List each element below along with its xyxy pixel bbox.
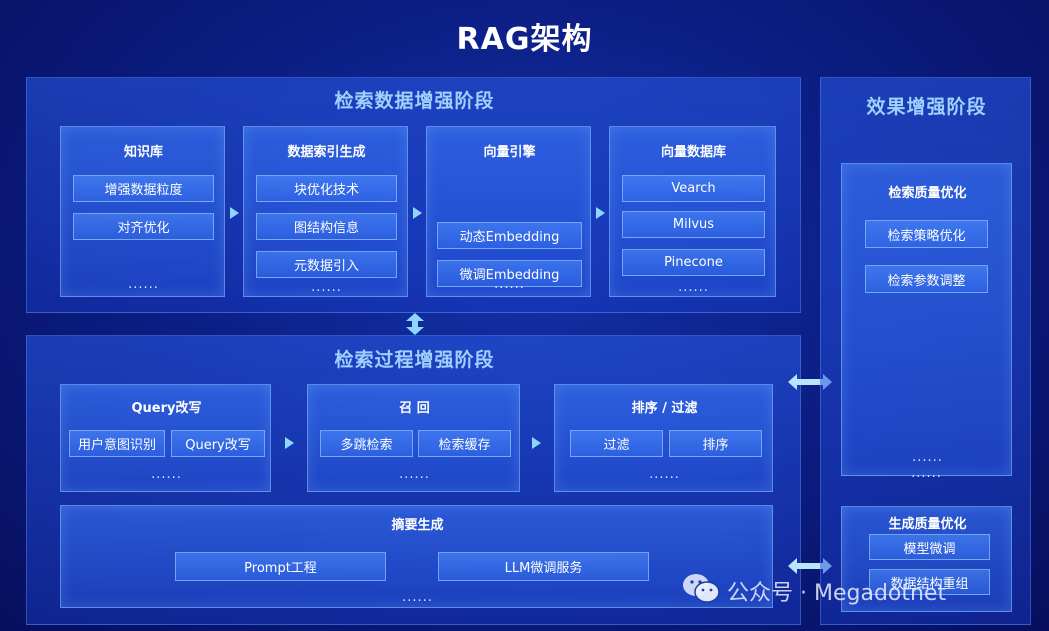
item-dynamic-embedding: 动态Embedding bbox=[437, 222, 582, 249]
more-dots: ...... bbox=[151, 467, 182, 482]
vector-engine-card: 向量引擎 动态Embedding 微调Embedding ...... bbox=[426, 126, 591, 297]
more-dots: ...... bbox=[649, 467, 680, 482]
generation-quality-card: 生成质量优化 模型微调 数据结构重组 bbox=[841, 506, 1012, 612]
wechat-icon bbox=[683, 574, 720, 603]
item-data-restructure: 数据结构重组 bbox=[869, 569, 990, 595]
item-retrieval-cache: 检索缓存 bbox=[418, 430, 511, 457]
card-title: Query改写 bbox=[131, 401, 202, 416]
double-arrow-horizontal-icon bbox=[788, 374, 832, 390]
card-title: 向量数据库 bbox=[660, 145, 726, 160]
item-intent-recognition: 用户意图识别 bbox=[69, 430, 165, 457]
index-generation-card: 数据索引生成 块优化技术 图结构信息 元数据引入 ...... bbox=[243, 126, 408, 297]
query-rewrite-card: Query改写 用户意图识别 Query改写 ...... bbox=[60, 384, 271, 492]
arrow-right-icon bbox=[413, 207, 422, 219]
retrieval-quality-card: 检索质量优化 检索策略优化 检索参数调整 ...... bbox=[841, 163, 1012, 476]
process-enhance-panel: 检索过程增强阶段 Query改写 用户意图识别 Query改写 ...... 召… bbox=[26, 335, 801, 625]
arrow-right-icon bbox=[230, 207, 239, 219]
watermark-text: 公众号 · Megadotnet bbox=[727, 581, 947, 606]
more-dots: ...... bbox=[678, 280, 709, 295]
item-graph-structure: 图结构信息 bbox=[256, 213, 397, 240]
more-dots: ...... bbox=[399, 467, 430, 482]
arrow-right-icon bbox=[596, 207, 605, 219]
item-retrieval-params: 检索参数调整 bbox=[865, 265, 988, 293]
item-milvus: Milvus bbox=[622, 211, 765, 238]
card-title: 数据索引生成 bbox=[287, 145, 366, 160]
card-title: 召 回 bbox=[399, 401, 430, 416]
page-title: RAG架构 bbox=[456, 22, 593, 57]
item-retrieval-strategy: 检索策略优化 bbox=[865, 220, 988, 248]
item-finetune-embedding: 微调Embedding bbox=[437, 260, 582, 287]
item-pinecone: Pinecone bbox=[622, 249, 765, 276]
data-enhance-title: 检索数据增强阶段 bbox=[334, 90, 495, 112]
card-title: 知识库 bbox=[123, 145, 163, 160]
item-model-finetune: 模型微调 bbox=[869, 534, 990, 560]
item-llm-finetune-service: LLM微调服务 bbox=[438, 552, 649, 581]
item-chunk-optimization: 块优化技术 bbox=[256, 175, 397, 202]
item-query-rewrite: Query改写 bbox=[171, 430, 265, 457]
more-dots: ...... bbox=[311, 280, 342, 295]
card-title: 向量引擎 bbox=[483, 145, 536, 160]
card-title: 摘要生成 bbox=[391, 518, 444, 533]
more-dots: ...... bbox=[494, 277, 525, 292]
rank-filter-card: 排序 / 过滤 过滤 排序 ...... bbox=[554, 384, 773, 492]
more-dots: ...... bbox=[402, 590, 433, 605]
arrow-right-icon bbox=[532, 437, 541, 449]
arrow-right-icon bbox=[285, 437, 294, 449]
more-dots: ...... bbox=[912, 450, 943, 465]
item-vearch: Vearch bbox=[622, 175, 765, 202]
recall-card: 召 回 多跳检索 检索缓存 ...... bbox=[307, 384, 520, 492]
item-filter: 过滤 bbox=[570, 430, 663, 457]
card-title: 检索质量优化 bbox=[888, 186, 967, 201]
effect-enhance-title: 效果增强阶段 bbox=[866, 96, 987, 118]
item-prompt-engineering: Prompt工程 bbox=[175, 552, 386, 581]
item-data-granularity: 增强数据粒度 bbox=[73, 175, 214, 202]
double-arrow-horizontal-icon bbox=[788, 558, 832, 574]
more-dots: ...... bbox=[128, 277, 159, 292]
summary-card: 摘要生成 Prompt工程 LLM微调服务 ...... bbox=[60, 505, 773, 608]
data-enhance-panel: 检索数据增强阶段 知识库 增强数据粒度 对齐优化 ...... 数据索引生成 块… bbox=[26, 77, 801, 313]
card-title: 排序 / 过滤 bbox=[631, 401, 698, 416]
item-multihop-retrieval: 多跳检索 bbox=[320, 430, 413, 457]
process-enhance-title: 检索过程增强阶段 bbox=[334, 349, 495, 371]
item-alignment: 对齐优化 bbox=[73, 213, 214, 240]
vector-db-card: 向量数据库 Vearch Milvus Pinecone ...... bbox=[609, 126, 776, 297]
card-title: 生成质量优化 bbox=[888, 517, 967, 532]
item-metadata: 元数据引入 bbox=[256, 251, 397, 278]
double-arrow-vertical-icon bbox=[406, 313, 424, 335]
effect-enhance-panel: 效果增强阶段 检索质量优化 检索策略优化 检索参数调整 ...... .....… bbox=[820, 77, 1031, 625]
more-dots: ...... bbox=[911, 466, 942, 481]
knowledge-base-card: 知识库 增强数据粒度 对齐优化 ...... bbox=[60, 126, 225, 297]
item-rank: 排序 bbox=[669, 430, 762, 457]
